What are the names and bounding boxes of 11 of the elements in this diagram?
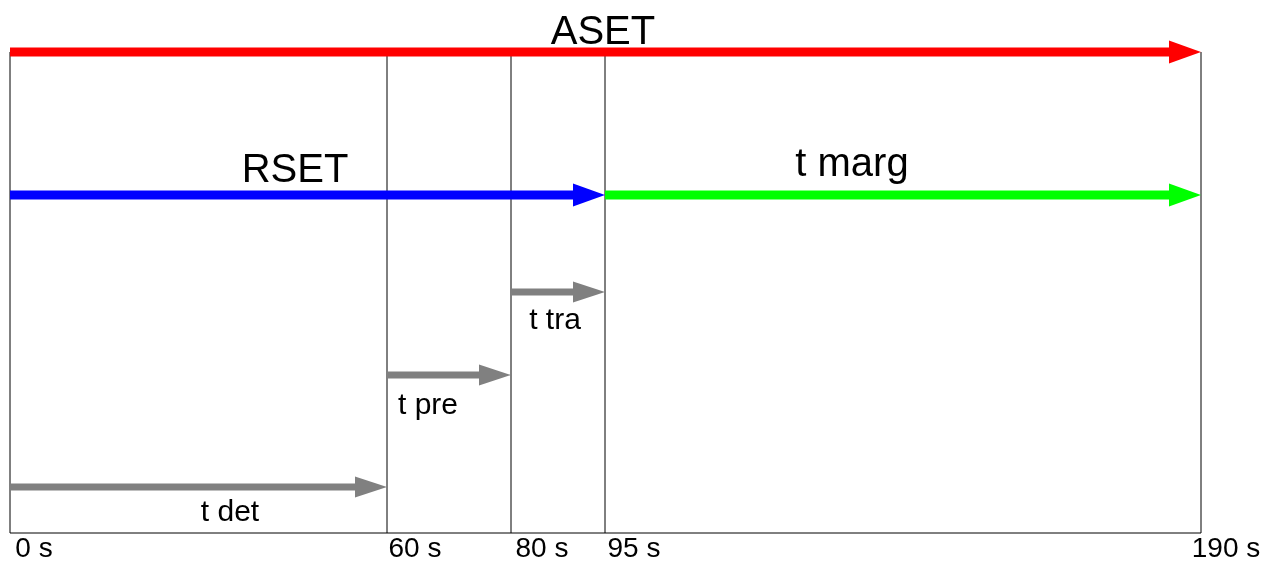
tick-label: 80 s [515,534,569,562]
tick-label: 95 s [607,534,661,562]
span-label: t pre [398,389,458,419]
tick-label: 0 s [15,534,53,562]
tick-label: 190 s [1191,534,1261,562]
span-label: t tra [529,304,581,334]
span-label: RSET [241,148,349,188]
tick-label: 60 s [388,534,442,562]
span-label: t marg [795,142,909,182]
span-label: t det [200,496,260,526]
span-label: ASET [550,10,656,50]
